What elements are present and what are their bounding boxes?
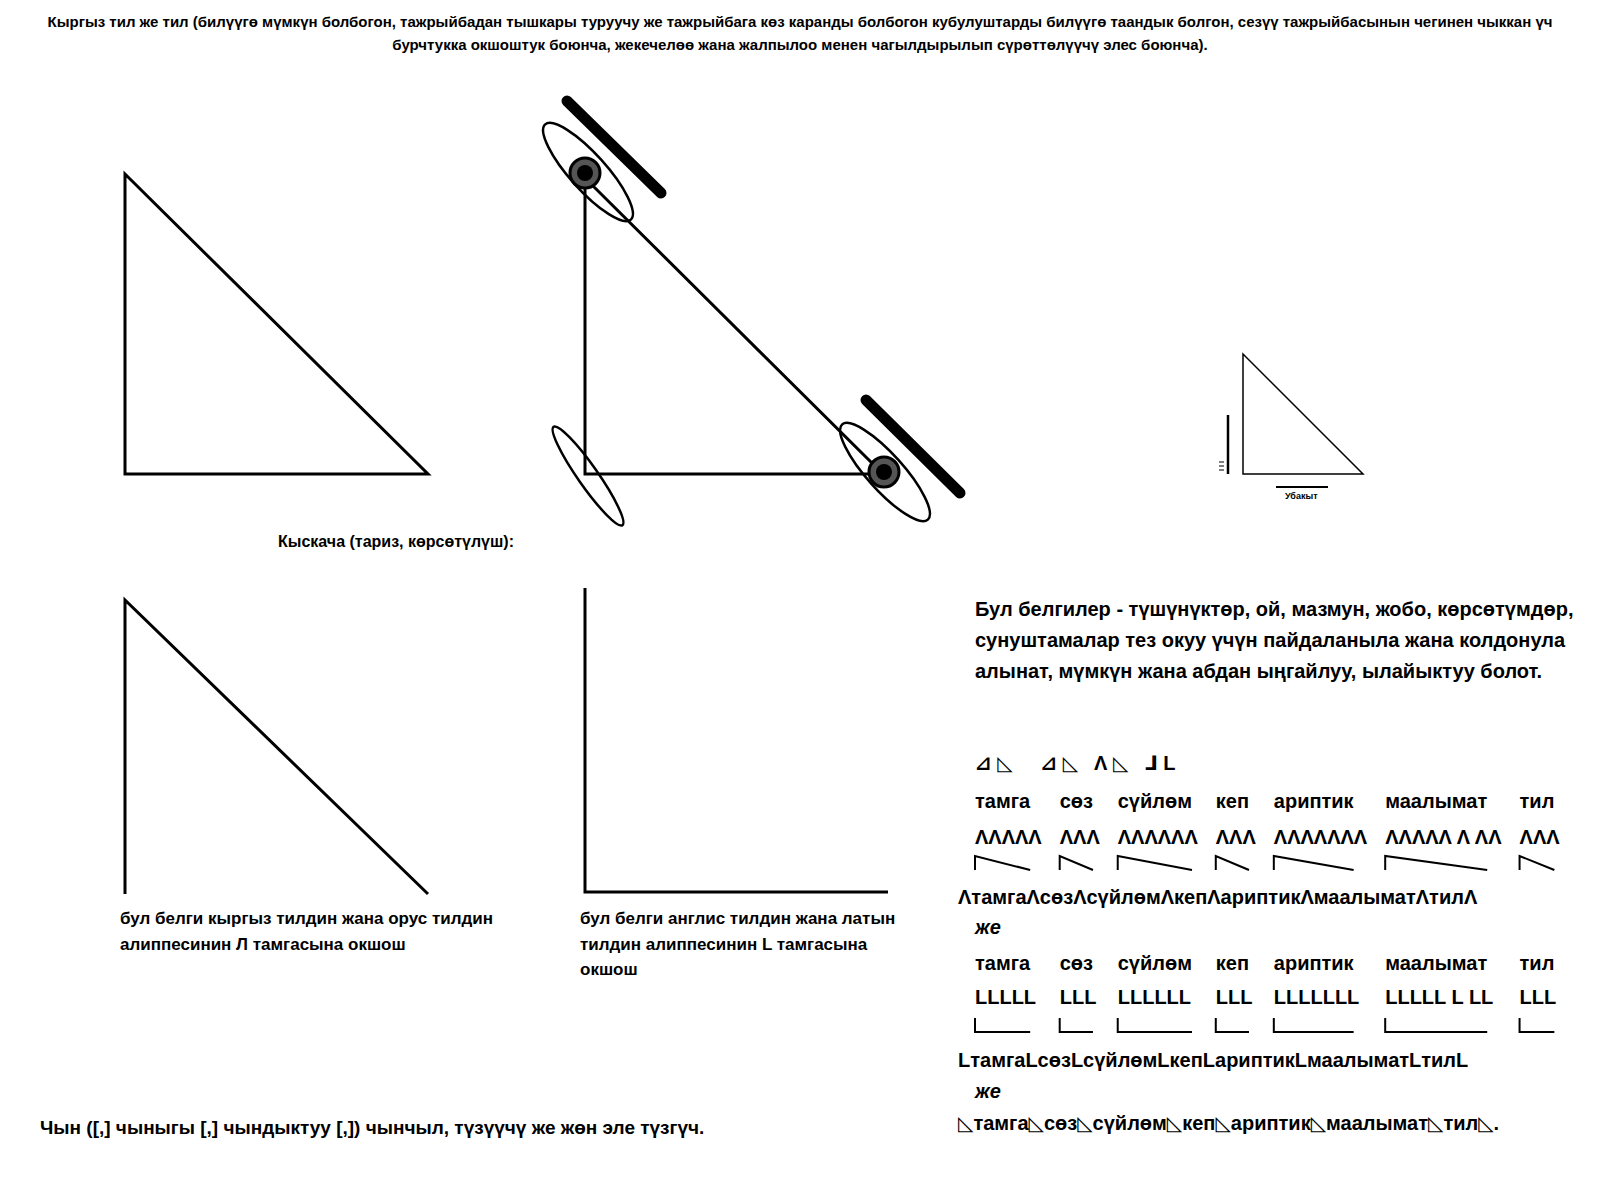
sign-group: ΛΛΛΛΛ — [975, 824, 1042, 850]
l-stroke — [1274, 1018, 1354, 1032]
sign-group: LLL — [1520, 984, 1557, 1010]
page-title: Кыргыз тил же тил (билүүгө мүмкүн болбог… — [30, 10, 1570, 57]
axis-label: Убакыт — [1285, 491, 1318, 503]
symbol-row: ⊿ ◺ ⊿ ◺ Λ ◺ ⅃ L — [975, 750, 1176, 776]
word-cell: маалымат — [1385, 788, 1487, 814]
word-cell: кеп — [1216, 950, 1249, 976]
dot-mark — [577, 165, 593, 181]
triangle-figure — [125, 174, 428, 474]
separated-line: ◺тамга◺сөз◺сүйлөм◺кеп◺ариптик◺маалымат◺т… — [958, 1110, 1499, 1136]
lambda-sign — [125, 600, 428, 894]
lambda-stroke — [1216, 856, 1249, 870]
triangle-figure — [585, 178, 883, 474]
conjunction: же — [975, 914, 1001, 940]
separated-line: ΛтамгаΛсөзΛсүйлөмΛкепΛариптикΛмаалыматΛт… — [958, 884, 1477, 910]
conjunction: же — [975, 1078, 1001, 1104]
word-cell: тамга — [975, 950, 1030, 976]
footer-note: Чын ([,] чыныгы [,] чындыктуу [,]) чынчы… — [40, 1116, 704, 1141]
axis-tick — [1219, 466, 1224, 467]
thick-bar — [567, 101, 661, 193]
lens-shape — [545, 421, 630, 531]
sign-group: LLLLL — [975, 984, 1036, 1010]
word-cell: сүйлөм — [1118, 788, 1192, 814]
axis-bar — [1227, 415, 1230, 474]
axis-tick — [1219, 462, 1224, 463]
sign-group: LLL — [1216, 984, 1253, 1010]
word-cell: тил — [1520, 950, 1555, 976]
dot-mark — [869, 457, 899, 487]
sign-group: ΛΛΛ — [1520, 824, 1560, 850]
word-cell: сөз — [1060, 788, 1093, 814]
word-cell: сөз — [1060, 950, 1093, 976]
sign-group: ΛΛΛΛΛ Λ ΛΛ — [1385, 824, 1501, 850]
sign-group: LLLLLLL — [1274, 984, 1360, 1010]
word-cell: ариптик — [1274, 788, 1354, 814]
caption-note: бул белги англис тилдин жана латын тилди… — [580, 906, 925, 983]
sign-group: ΛΛΛΛΛΛ — [1118, 824, 1198, 850]
separated-line: LтамгаLсөзLсүйлөмLкепLариптикLмаалыматLт… — [958, 1047, 1468, 1073]
small-chart-triangle — [1243, 354, 1363, 474]
word-cell: ариптик — [1274, 950, 1354, 976]
axis-bar — [1276, 486, 1328, 488]
l-stroke — [1216, 1018, 1249, 1032]
l-sign — [585, 588, 888, 892]
l-stroke — [1520, 1018, 1555, 1032]
word-cell: тамга — [975, 788, 1030, 814]
lambda-stroke — [1118, 856, 1192, 870]
ellipse-shape — [532, 112, 644, 231]
dot-mark — [570, 158, 600, 188]
body-note: Бул белгилер - түшүнүктөр, ой, мазмун, ж… — [975, 594, 1590, 687]
lambda-stroke — [1385, 856, 1487, 870]
sign-group: ΛΛΛ — [1060, 824, 1100, 850]
lambda-stroke — [1274, 856, 1354, 870]
sign-group: ΛΛΛ — [1216, 824, 1256, 850]
word-cell: маалымат — [1385, 950, 1487, 976]
word-cell: сүйлөм — [1118, 950, 1192, 976]
l-stroke — [975, 1018, 1030, 1032]
sign-group: LLLLL L LL — [1385, 984, 1493, 1010]
sign-group: ΛΛΛΛΛΛΛ — [1274, 824, 1367, 850]
caption-note: бул белги кыргыз тилдин жана орус тилдин… — [120, 906, 550, 957]
word-cell: тил — [1520, 788, 1555, 814]
thick-bar — [866, 400, 960, 493]
sign-group: LLL — [1060, 984, 1097, 1010]
word-cell: кеп — [1216, 788, 1249, 814]
section-heading: Кыскача (тариз, көрсөтүлүш): — [278, 532, 514, 553]
dot-mark — [876, 464, 892, 480]
ellipse-shape — [829, 412, 941, 531]
lambda-stroke — [975, 856, 1030, 870]
l-stroke — [1385, 1018, 1487, 1032]
lambda-stroke — [1060, 856, 1093, 870]
lambda-stroke — [1520, 856, 1555, 870]
sign-group: LLLLLL — [1118, 984, 1191, 1010]
l-stroke — [1060, 1018, 1093, 1032]
axis-tick — [1219, 470, 1224, 471]
l-stroke — [1118, 1018, 1192, 1032]
